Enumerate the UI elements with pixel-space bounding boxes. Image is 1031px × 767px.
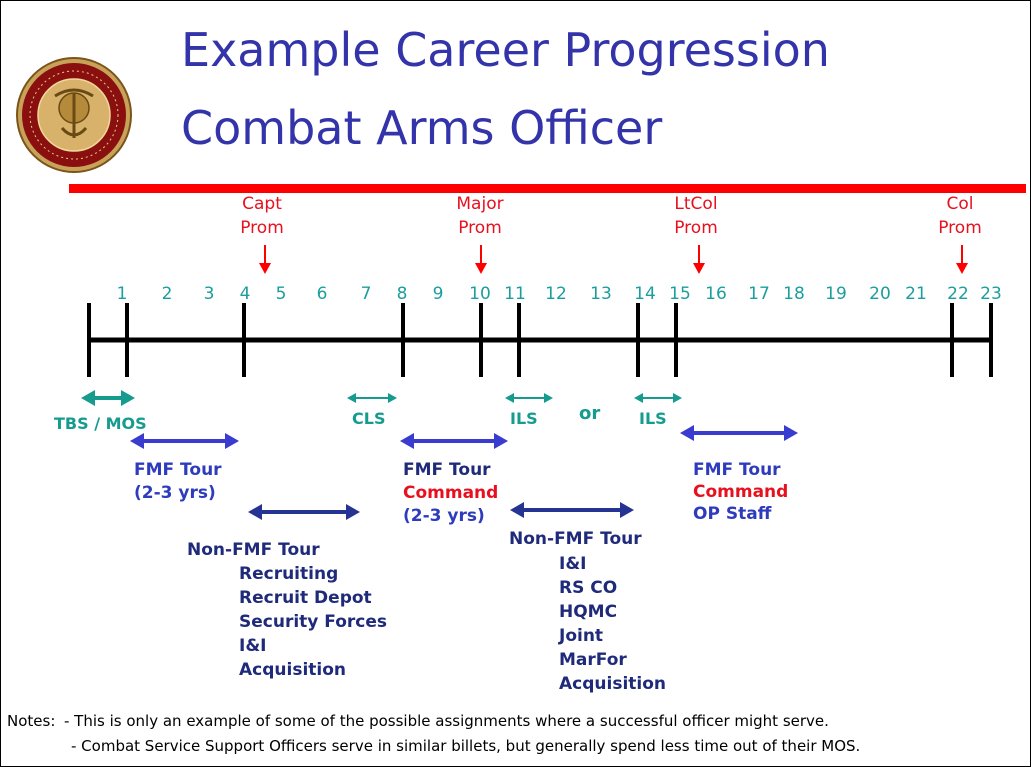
promotion-rank: Capt bbox=[242, 194, 282, 214]
year-label: 22 bbox=[947, 284, 969, 304]
promotion-label-capt: Capt Prom bbox=[232, 192, 292, 240]
year-label: 1 bbox=[116, 284, 128, 304]
fmf-tour-duration: (2-3 yrs) bbox=[134, 483, 216, 503]
ils-arrow-1 bbox=[505, 393, 553, 403]
year-label: 3 bbox=[203, 284, 215, 304]
year-label: 5 bbox=[275, 284, 287, 304]
fmf-tour-2: FMF Tour Command (2-3 yrs) bbox=[403, 459, 498, 528]
notes-line-1: - This is only an example of some of the… bbox=[64, 712, 829, 730]
year-label: 8 bbox=[396, 284, 408, 304]
promotion-word: Prom bbox=[458, 218, 502, 238]
year-label: 6 bbox=[316, 284, 328, 304]
cls-label: CLS bbox=[352, 409, 386, 428]
year-label: 19 bbox=[825, 284, 847, 304]
year-label: 14 bbox=[634, 284, 656, 304]
non-fmf-tour-2-heading: Non-FMF Tour bbox=[509, 529, 642, 549]
promotion-arrow-head bbox=[693, 263, 705, 274]
ils-label-2: ILS bbox=[639, 409, 667, 428]
non-fmf-tour-1-list: Recruiting Recruit Depot Security Forces… bbox=[239, 562, 387, 682]
year-label: 16 bbox=[705, 284, 727, 304]
timeline-ticks bbox=[87, 303, 993, 377]
fmf-tour-duration: (2-3 yrs) bbox=[403, 506, 485, 526]
year-label: 10 bbox=[469, 284, 491, 304]
year-label: 13 bbox=[590, 284, 612, 304]
list-item: Security Forces bbox=[239, 612, 388, 632]
year-label: 9 bbox=[432, 284, 444, 304]
cls-arrow bbox=[347, 393, 397, 403]
list-item: I&I bbox=[559, 554, 587, 574]
list-item: Joint bbox=[559, 626, 604, 646]
promotion-label-col: Col Prom bbox=[930, 192, 990, 240]
promotion-word: Prom bbox=[240, 218, 284, 238]
fmf-tour-arrow-1 bbox=[130, 433, 239, 449]
year-label: 7 bbox=[360, 284, 372, 304]
year-label: 20 bbox=[869, 284, 891, 304]
non-fmf-arrow-1 bbox=[248, 504, 360, 520]
year-label: 11 bbox=[504, 284, 526, 304]
year-label: 17 bbox=[748, 284, 770, 304]
list-item: MarFor bbox=[559, 650, 627, 670]
promotion-label-major: Major Prom bbox=[450, 192, 510, 240]
list-item: Acquisition bbox=[239, 660, 347, 680]
promotion-arrow-head bbox=[475, 263, 487, 274]
promotion-rank: LtCol bbox=[674, 194, 718, 214]
list-item: RS CO bbox=[559, 578, 618, 598]
ils-arrow-2 bbox=[634, 393, 682, 403]
notes-line-2: - Combat Service Support Officers serve … bbox=[71, 737, 861, 755]
year-label: 12 bbox=[545, 284, 567, 304]
year-label: 4 bbox=[239, 284, 251, 304]
title-line-1: Example Career Progression bbox=[181, 23, 830, 77]
fmf-tour-heading: FMF Tour bbox=[134, 460, 222, 480]
fmf-tour-arrow-3 bbox=[680, 425, 798, 441]
list-item: Acquisition bbox=[559, 674, 667, 694]
year-label: 23 bbox=[980, 284, 1002, 304]
or-label: or bbox=[579, 403, 601, 424]
promotion-rank: Major bbox=[456, 194, 504, 214]
tbs-mos-label: TBS / MOS bbox=[54, 414, 147, 433]
ils-label-1: ILS bbox=[510, 409, 538, 428]
year-label: 15 bbox=[669, 284, 691, 304]
fmf-tour-command: Command bbox=[693, 482, 789, 502]
year-label: 2 bbox=[161, 284, 173, 304]
promotion-word: Prom bbox=[938, 218, 982, 238]
promotion-rank: Col bbox=[946, 194, 974, 214]
red-divider bbox=[69, 184, 1026, 193]
non-fmf-tour-2-list: I&I RS CO HQMC Joint MarFor Acquisition bbox=[559, 552, 666, 696]
list-item: Recruit Depot bbox=[239, 588, 372, 608]
list-item: Recruiting bbox=[239, 564, 339, 584]
list-item: I&I bbox=[239, 636, 267, 656]
non-fmf-tour-1-heading: Non-FMF Tour bbox=[187, 540, 320, 560]
promotion-label-ltcol: LtCol Prom bbox=[666, 192, 726, 240]
fmf-tour-1: FMF Tour (2-3 yrs) bbox=[134, 459, 222, 505]
title-line-2: Combat Arms Officer bbox=[181, 101, 663, 155]
year-label: 18 bbox=[783, 284, 805, 304]
promotion-word: Prom bbox=[674, 218, 718, 238]
fmf-tour-op-staff: OP Staff bbox=[693, 504, 772, 524]
year-label: 21 bbox=[905, 284, 927, 304]
fmf-tour-heading: FMF Tour bbox=[403, 460, 491, 480]
fmf-tour-command: Command bbox=[403, 483, 499, 503]
promotion-arrow-head bbox=[956, 263, 968, 274]
marine-corps-seal bbox=[15, 56, 133, 174]
notes-label: Notes: bbox=[7, 712, 56, 730]
promotion-arrow-head bbox=[259, 263, 271, 274]
non-fmf-arrow-2 bbox=[510, 502, 634, 518]
list-item: HQMC bbox=[559, 602, 618, 622]
tbs-arrow bbox=[81, 390, 135, 406]
fmf-tour-arrow-2 bbox=[400, 433, 508, 449]
fmf-tour-3: FMF Tour Command OP Staff bbox=[693, 459, 788, 525]
fmf-tour-heading: FMF Tour bbox=[693, 460, 781, 480]
